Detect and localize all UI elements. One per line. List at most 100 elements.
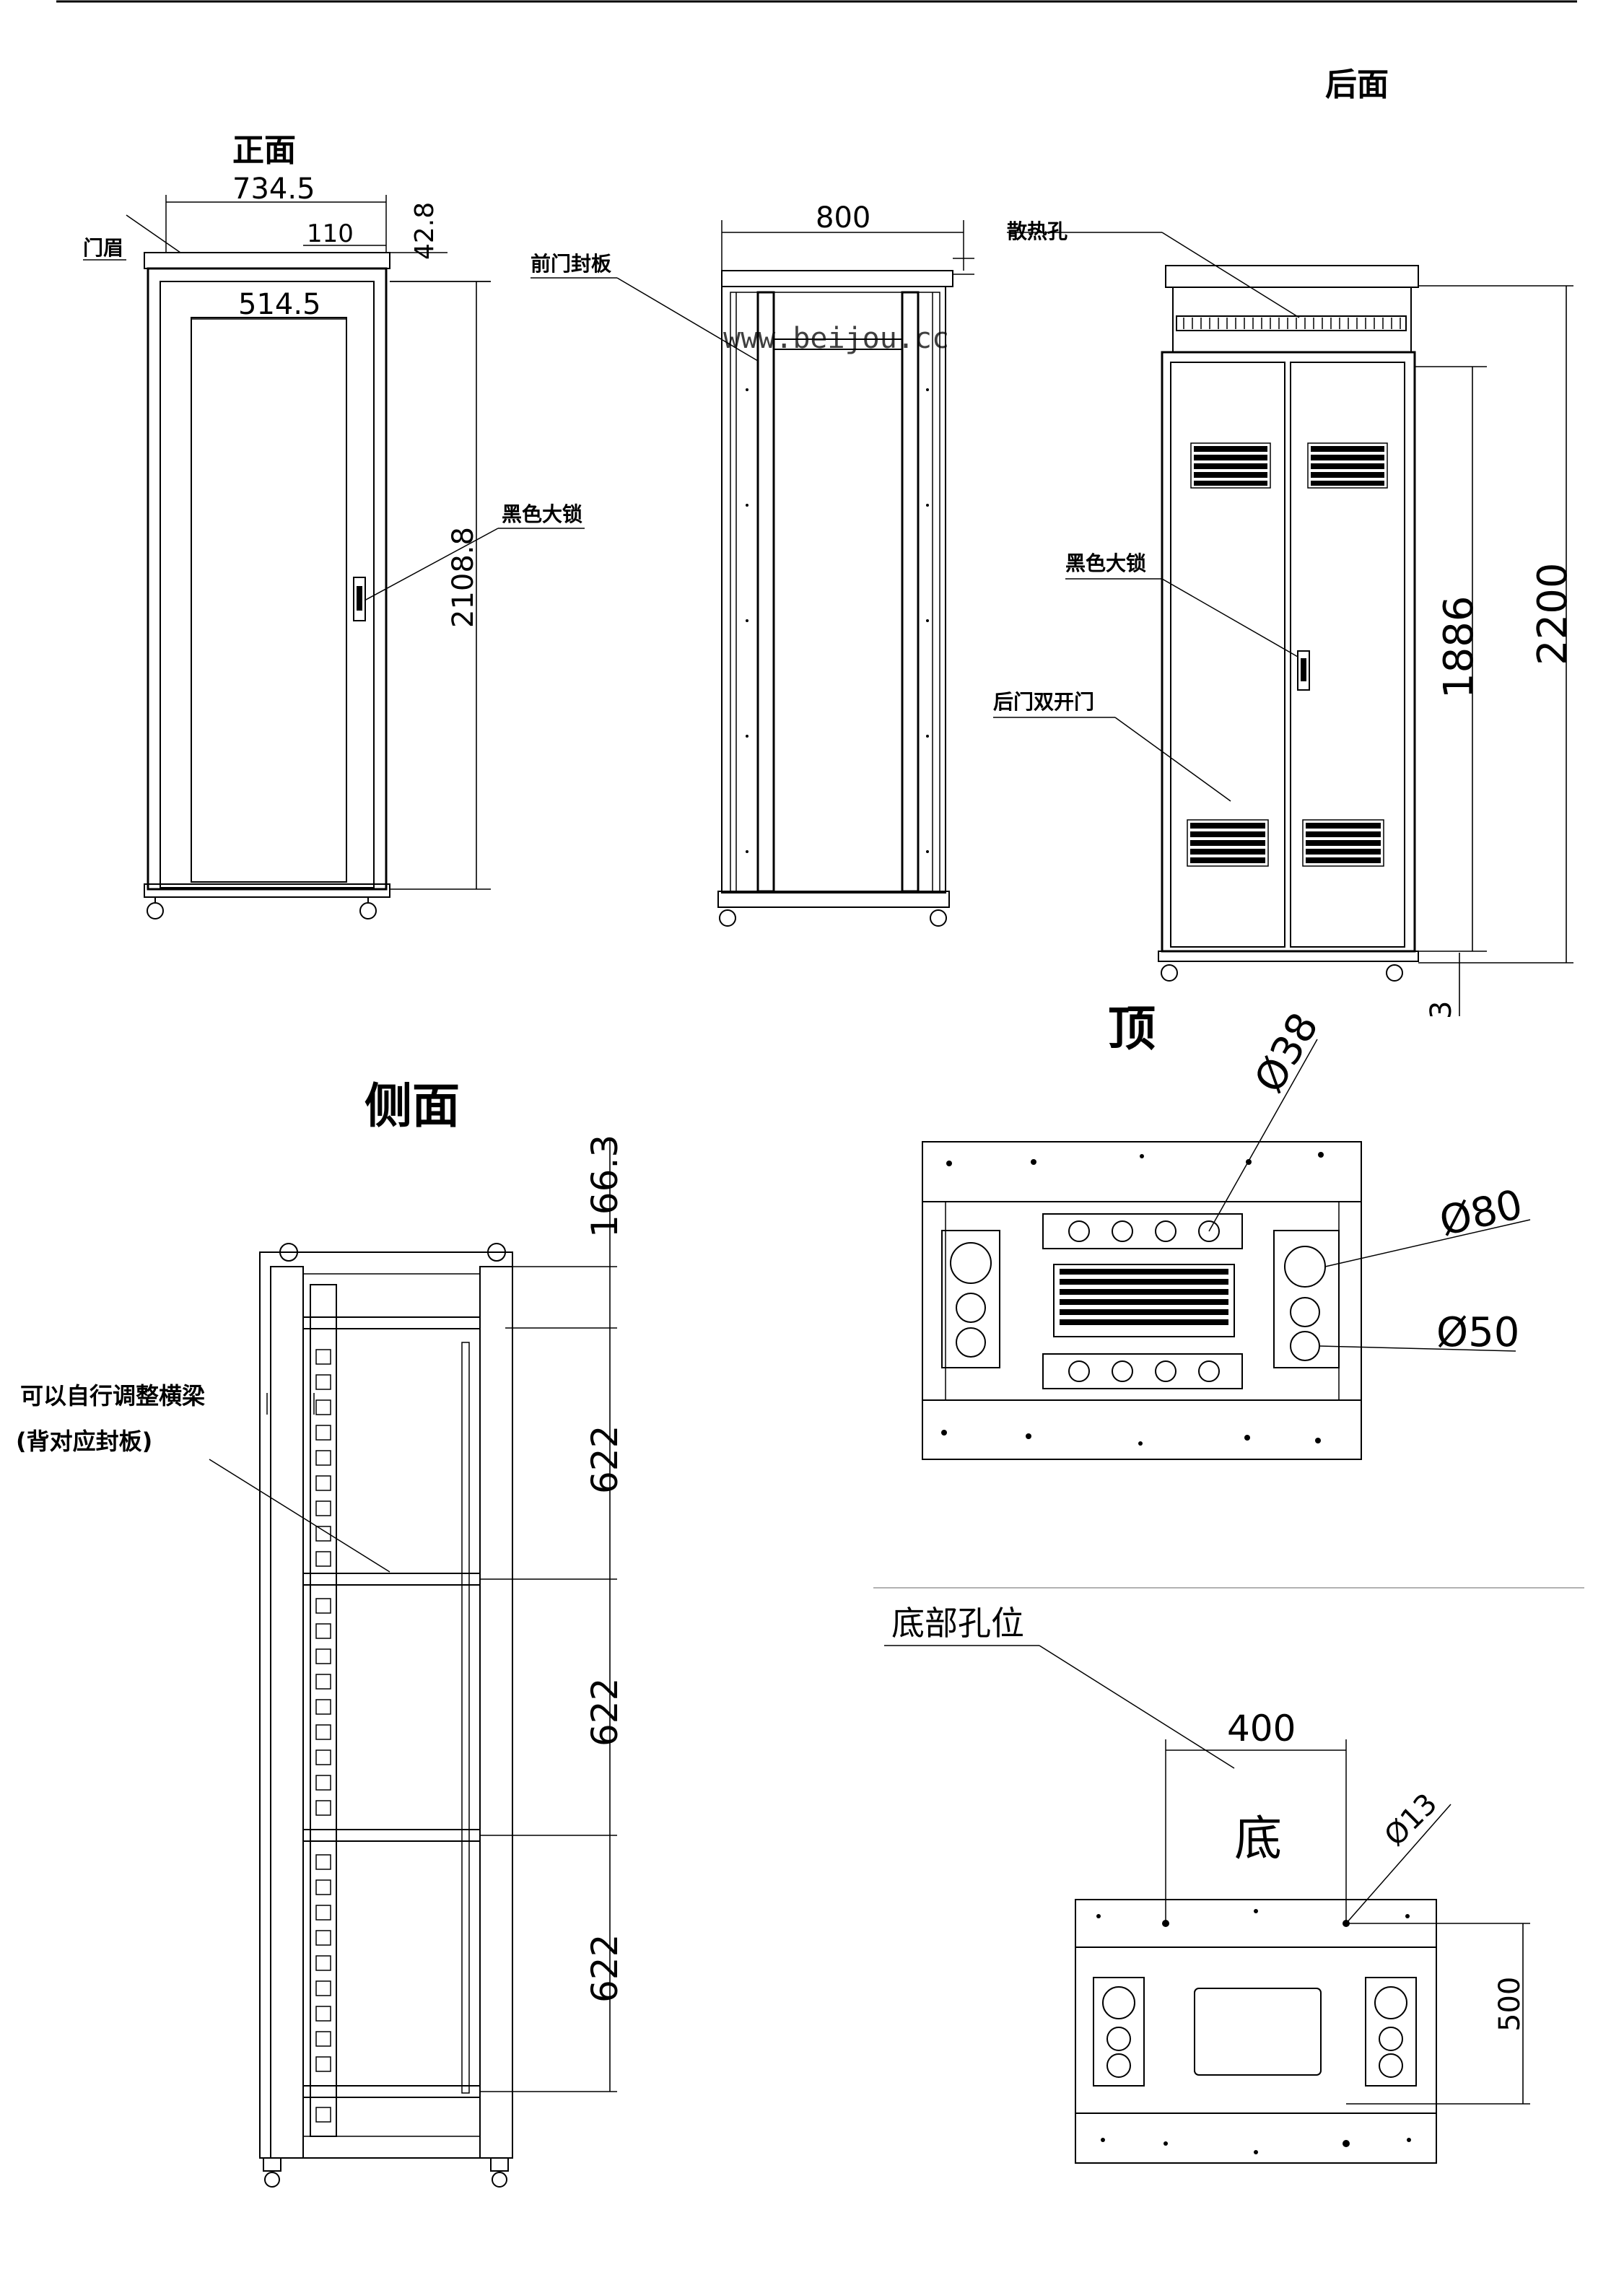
front-top-dim-text: 42.8	[410, 202, 440, 260]
front-base	[144, 883, 390, 898]
bottom-section-title: 底部孔位	[891, 1604, 1024, 1643]
rear-lock-icon	[1297, 650, 1310, 691]
side-bay3-dim-text: 622	[584, 1934, 626, 2003]
vent-leader	[1161, 232, 1300, 318]
top-cable-strip-lower	[1042, 1353, 1243, 1389]
front-caster-left	[147, 902, 164, 919]
frame-top-cap	[721, 270, 953, 287]
rear-view-title: 后面	[1325, 66, 1389, 103]
top-hole80-leader	[1324, 1219, 1531, 1267]
rear-caster-left	[1161, 964, 1178, 982]
bottom-hole13-dim-text: Ø13	[1379, 1787, 1444, 1853]
double-door-leader	[1114, 717, 1231, 802]
top-perforated-vent	[1053, 1264, 1235, 1337]
front-caster-right	[359, 902, 377, 919]
side-top-dim-text: 166.3	[584, 1135, 626, 1238]
front-lock-leader	[364, 528, 499, 601]
rear-lock-label: 黑色大锁	[1065, 551, 1146, 575]
side-beam-4	[302, 2085, 481, 2098]
bottom-centre-opening	[1194, 1988, 1322, 2076]
rear-vent-grille-upper-left	[1190, 442, 1271, 489]
front-frame-view: 800 前门封板 www.beijou.cc	[531, 201, 974, 927]
front-cabinet-body	[147, 267, 388, 891]
top-view: 顶	[922, 1001, 1531, 1460]
watermark-text: www.beijou.cc	[723, 322, 949, 355]
top-hole38-leader	[1208, 1039, 1318, 1232]
top-hole38-dim-text: Ø38	[1246, 1005, 1328, 1101]
side-beam-1	[302, 1316, 481, 1329]
bottom-depth-dim-text: 500	[1493, 1977, 1527, 2032]
bottom-hole-panel-left	[1093, 1977, 1145, 2087]
side-eyebolt-left	[279, 1243, 298, 1262]
bottom-hole13-leader	[1345, 1804, 1451, 1924]
front-glass-panel	[191, 317, 347, 883]
rear-door-height-dim-text: 1886	[1436, 595, 1483, 699]
side-frame	[259, 1251, 513, 2159]
rear-vent-grille-upper-right	[1307, 442, 1388, 489]
side-note-line2: (背对应封板)	[16, 1428, 152, 1455]
rear-door-right	[1290, 362, 1405, 948]
rear-vent-area	[1172, 287, 1412, 353]
bottom-view-title: 底	[1234, 1811, 1282, 1866]
door-lintel-leader	[126, 214, 181, 253]
front-width-dim-text: 734.5	[232, 172, 315, 206]
side-note-line1: 可以自行调整横梁	[20, 1382, 205, 1410]
rear-total-height-dim-text: 2200	[1529, 562, 1576, 665]
side-caster-left	[264, 2172, 280, 2188]
top-hole-panel-right	[1273, 1230, 1340, 1368]
frame-post-left	[756, 291, 775, 893]
front-lock-label: 黑色大锁	[502, 502, 582, 526]
side-eyebolt-right	[487, 1243, 506, 1262]
front-view-title: 正面	[232, 132, 296, 169]
rear-vent-grille-lower-left	[1187, 819, 1269, 867]
double-door-label: 后门双开门	[993, 690, 1094, 714]
bottom-view: 底部孔位 400 底 Ø13	[884, 1604, 1530, 2164]
bottom-width-dim-text: 400	[1227, 1708, 1296, 1749]
side-bay1-dim-text: 622	[584, 1425, 626, 1494]
side-note-leader	[209, 1459, 390, 1573]
rear-vent-slots	[1176, 315, 1407, 331]
front-height-dim-text: 2108.8	[447, 527, 480, 628]
side-bay2-dim-text: 622	[584, 1678, 626, 1747]
side-post-right	[479, 1266, 513, 2159]
rear-vent-grille-lower-right	[1302, 819, 1384, 867]
front-door-panel-leader	[616, 277, 759, 362]
rear-view: 后面 散热孔	[993, 66, 1576, 1019]
front-lock-icon	[353, 577, 366, 621]
front-inner-dim-text: 514.5	[238, 288, 321, 321]
top-plate	[922, 1141, 1362, 1460]
top-hole50-leader	[1319, 1345, 1516, 1352]
rear-caster-right	[1386, 964, 1403, 982]
side-view: 侧面 可以自行调整横梁 (背对应封板)	[16, 1078, 626, 2188]
rear-lock-leader	[1161, 578, 1298, 657]
side-view-title: 侧面	[364, 1078, 460, 1134]
side-beam-3	[302, 1829, 481, 1842]
bottom-section-leader	[1039, 1645, 1235, 1769]
top-hole-panel-left	[941, 1230, 1000, 1368]
top-hole50-dim-text: Ø50	[1436, 1309, 1519, 1356]
side-beam-2	[302, 1573, 481, 1586]
frame-top-beam	[773, 338, 903, 350]
front-offset-dim-text: 110	[307, 219, 354, 248]
frame-width-dim-text: 800	[816, 201, 870, 235]
bottom-plate	[1075, 1899, 1437, 2164]
rear-partial-dim-text: 3	[1425, 1001, 1458, 1019]
bottom-hole-panel-right	[1365, 1977, 1417, 2087]
frame-body	[721, 286, 946, 893]
rear-top-cap	[1165, 265, 1419, 288]
door-lintel-label: 门眉	[83, 236, 123, 260]
side-post-left	[270, 1266, 304, 2159]
frame-caster-right	[930, 909, 947, 927]
side-caster-right	[492, 2172, 507, 2188]
front-top-cap	[144, 252, 390, 269]
top-cable-strip-upper	[1042, 1213, 1243, 1249]
top-hole80-dim-text: Ø80	[1436, 1181, 1527, 1245]
frame-post-right	[901, 291, 920, 893]
rear-door-left	[1170, 362, 1285, 948]
rear-base	[1158, 951, 1419, 962]
side-mounting-rail	[310, 1284, 337, 2137]
front-door-frame	[160, 281, 375, 888]
front-door-panel-label: 前门封板	[531, 252, 611, 276]
front-view: 正面 734.5 110 42.8 门眉 514.5	[83, 132, 585, 919]
